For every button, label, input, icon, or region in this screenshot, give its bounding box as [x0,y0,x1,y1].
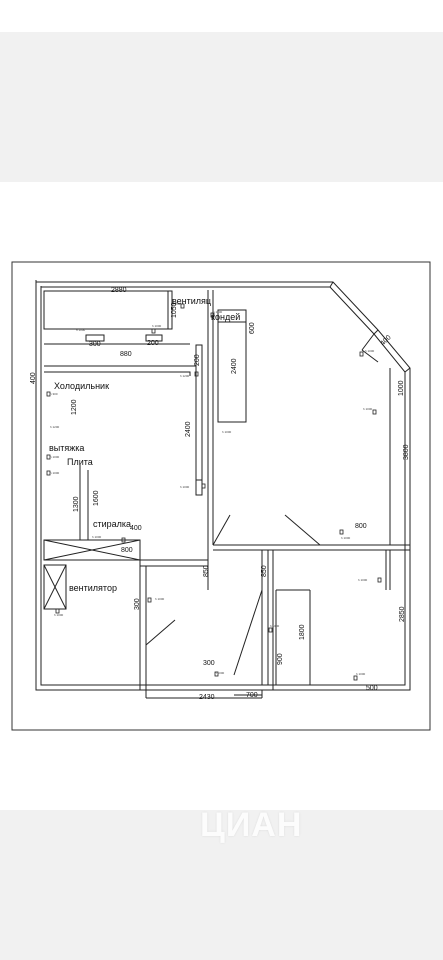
dim-700: 700 [246,692,258,699]
dim-2850: 2850 [399,606,406,622]
svg-text:h 1000: h 1000 [341,536,351,540]
svg-text:h 300: h 300 [50,392,58,396]
dim-200b: 200 [194,354,201,366]
dim-300a: 300 [89,341,101,348]
drawing-frame [11,261,431,731]
dim-300c: 300 [203,660,215,667]
svg-text:h 1000: h 1000 [50,455,60,459]
dim-1600: 1600 [93,490,100,506]
label-stiralka: стиралка [93,519,131,529]
dim-400b: 400 [30,372,37,384]
dim-880: 880 [120,351,132,358]
socket-markers [46,303,382,681]
svg-text:h 1200: h 1200 [180,374,190,378]
dim-500: 500 [366,685,378,692]
tiny-annotations: h 1000 h 1000 h 1000 h 1200 h 1200 h 300… [50,302,375,676]
dim-1000: 1000 [398,380,405,396]
svg-text:h 1000: h 1000 [222,430,232,434]
dim-2400b: 2400 [185,421,192,437]
dimension-labels: 2880 1050 300 880 200 600 400 2400 200 4… [30,287,410,701]
svg-text:h 1000: h 1000 [215,671,225,675]
dim-900: 900 [277,653,284,665]
svg-text:h 1000: h 1000 [363,407,373,411]
svg-text:h 1000: h 1000 [152,324,162,328]
dim-1200: 1200 [71,399,78,415]
interior-walls [43,290,410,699]
dim-300b: 300 [134,598,141,610]
dim-400c: 400 [130,525,142,532]
svg-text:h 1200: h 1200 [50,425,60,429]
svg-text:h 1200: h 1200 [213,310,223,314]
svg-text:h 1000: h 1000 [92,535,102,539]
svg-text:h 1000: h 1000 [172,302,182,306]
dim-1300: 1300 [73,496,80,512]
svg-text:h 1000: h 1000 [358,578,368,582]
label-kondey: кондей [211,312,240,322]
dim-1050: 1050 [171,302,178,318]
dim-800b: 800 [355,523,367,530]
svg-text:h 1000: h 1000 [76,328,86,332]
label-holodilnik: Холодильник [54,381,109,391]
svg-text:h 1000: h 1000 [365,349,375,353]
dim-850b: 850 [261,565,268,577]
dim-2400a: 2400 [231,358,238,374]
svg-text:h 1000: h 1000 [180,485,190,489]
upper-gray-band [0,32,443,182]
label-ventilyats: вентиляц [172,296,211,306]
svg-text:h 1000: h 1000 [270,624,280,628]
watermark-logo: ЦИАН [200,806,303,844]
svg-text:h 1000: h 1000 [356,672,366,676]
dim-2880: 2880 [111,287,127,294]
svg-text:h 1000: h 1000 [155,597,165,601]
dim-1800: 1800 [299,624,306,640]
svg-text:h 1000: h 1000 [54,613,64,617]
dim-200a: 200 [147,340,159,347]
dim-2430: 2430 [199,694,215,701]
dim-3800: 3800 [403,444,410,460]
svg-text:h 1000: h 1000 [50,471,60,475]
lower-gray-band [0,810,443,960]
top-margin [0,0,443,32]
label-vytyazhka: вытяжка [49,443,84,453]
room-labels: вентиляц кондей Холодильник вытяжка Плит… [49,296,240,593]
dim-600: 600 [249,322,256,334]
dim-850a: 850 [203,565,210,577]
label-plita: Плита [67,457,93,467]
outer-walls [35,280,411,691]
dim-800a: 800 [121,547,133,554]
label-ventilyator: вентилятор [69,583,117,593]
